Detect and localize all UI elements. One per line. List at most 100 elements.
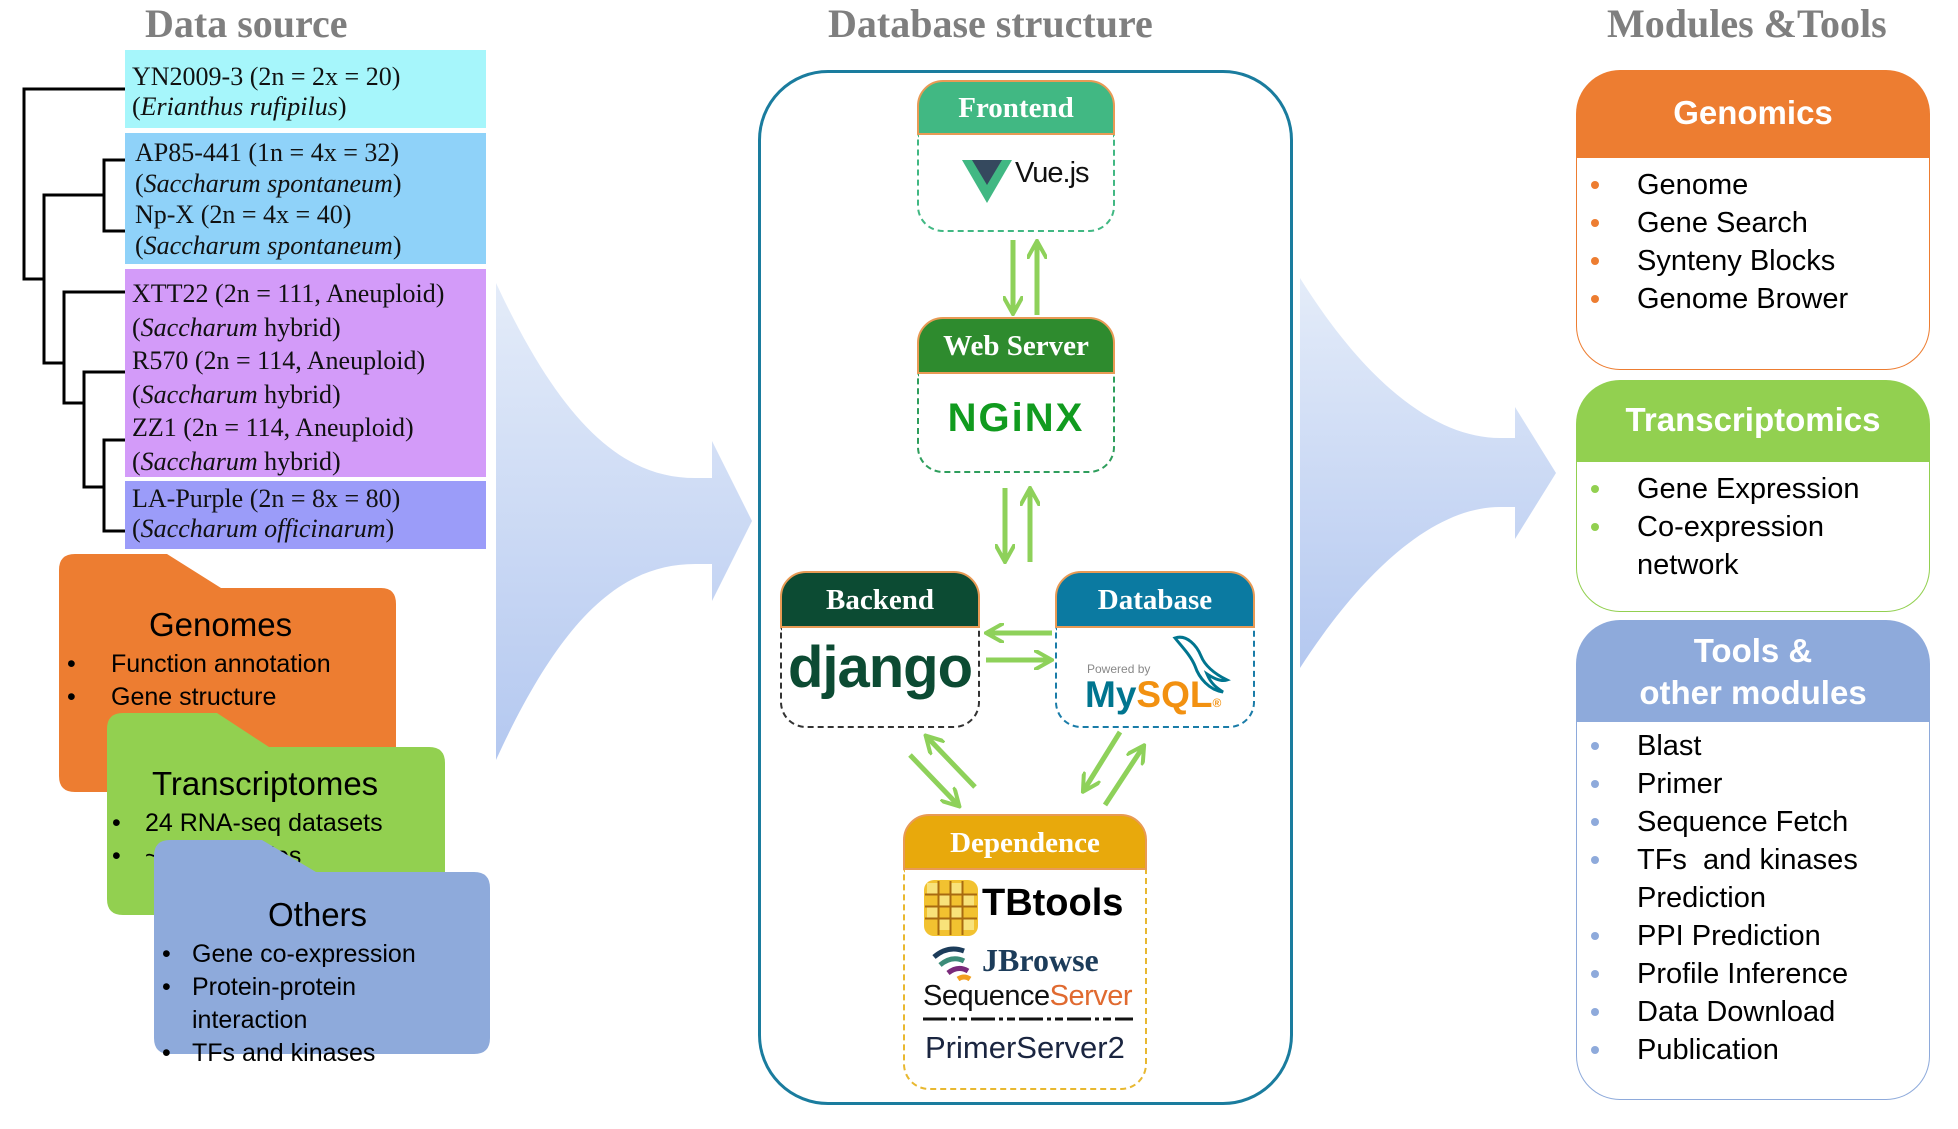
species-name: R570 (2n = 114, Aneuploid) [132, 346, 426, 375]
species-taxon: (Saccharum spontaneum) [135, 169, 402, 198]
folder-title: Genomes [149, 606, 293, 643]
folder-item: •Gene structure [67, 683, 277, 711]
species-taxon: (Saccharum hybrid) [132, 446, 341, 476]
webserver-header: Web Server [917, 317, 1115, 374]
species-taxon: (Saccharum spontaneum) [135, 231, 402, 260]
species-name: YN2009-3 (2n = 2x = 20) [132, 62, 401, 91]
backend-header: Backend [780, 571, 980, 628]
species-name: ZZ1 (2n = 114, Aneuploid) [132, 413, 414, 442]
module-item-genome[interactable]: Genome [1577, 166, 1848, 204]
folder-item: •24 RNA-seq datasets [112, 809, 383, 837]
module-tools-list: Blast Primer Sequence Fetch TFs and kina… [1577, 727, 1907, 1069]
webserver-body: NGiNX [917, 374, 1115, 473]
django-logo: django [787, 635, 973, 700]
tree-branch-node-e [102, 438, 126, 533]
vuejs-logo-text: Vue.js [1015, 157, 1090, 189]
mysql-powered-by: Powered by [1087, 662, 1151, 676]
dependence-card: Dependence TBtools JBrowse SequenceServe… [903, 814, 1147, 1090]
primerserver2-logo: PrimerServer2 [925, 1030, 1125, 1065]
species-name: LA-Purple (2n = 8x = 80) [132, 484, 401, 513]
folder-items: •Function annotation •Gene structure [67, 648, 331, 714]
tree-branch-node-d [82, 370, 126, 489]
database-structure-panel [758, 70, 1293, 1105]
database-structure-title: Database structure [828, 1, 1153, 46]
data-source-title: Data source [145, 1, 348, 46]
tbtools-icon [924, 880, 978, 936]
jbrowse-icon [932, 946, 972, 982]
folder-items: •Gene co-expression •Protein-protein int… [162, 938, 416, 1070]
modules-tools-title: Modules &Tools [1607, 1, 1887, 46]
module-item-genome-browser[interactable]: Genome Brower [1577, 280, 1848, 318]
tree-branch-node-b [42, 193, 66, 365]
species-box-erianthus: YN2009-3 (2n = 2x = 20) (Erianthus rufip… [125, 50, 486, 128]
module-tools-header[interactable]: Tools & other modules [1576, 620, 1930, 722]
sequenceserver-underline [923, 1017, 1133, 1021]
vuejs-logo [962, 160, 1012, 203]
module-item-profile-inference[interactable]: Profile Inference [1577, 955, 1907, 993]
module-tools-body: Blast Primer Sequence Fetch TFs and kina… [1576, 722, 1930, 1100]
module-item-data-download[interactable]: Data Download [1577, 993, 1907, 1031]
species-taxon: (Saccharum hybrid) [132, 312, 341, 342]
nginx-logo: NGiNX [947, 396, 1085, 440]
module-item-gene-search[interactable]: Gene Search [1577, 204, 1848, 242]
module-item-primer[interactable]: Primer [1577, 765, 1907, 803]
tree-branch-node-c [62, 290, 126, 405]
module-genomics-header[interactable]: Genomics [1576, 70, 1930, 158]
folder-item: •TFs and kinases [162, 1039, 376, 1067]
module-genomics-body: Genome Gene Search Synteny Blocks Genome… [1576, 158, 1930, 370]
module-genomics-list: Genome Gene Search Synteny Blocks Genome… [1577, 166, 1848, 318]
module-transcriptomics-header[interactable]: Transcriptomics [1576, 380, 1930, 462]
species-name: Np-X (2n = 4x = 40) [135, 200, 352, 229]
tree-branch-node-a [42, 158, 126, 233]
folder-item: •Protein-protein [162, 973, 356, 1001]
frontend-card: Frontend Vue.js [917, 80, 1115, 232]
dependence-body: TBtools JBrowse SequenceServer PrimerSer… [903, 870, 1147, 1090]
module-item-publication[interactable]: Publication [1577, 1031, 1907, 1069]
backend-card: Backend django [780, 571, 980, 728]
flow-arrow-right [1300, 278, 1556, 668]
folder-others-shape [154, 840, 490, 1054]
folder-title: Others [268, 896, 368, 933]
dependence-header: Dependence [903, 814, 1147, 870]
frontend-body: Vue.js [917, 135, 1115, 232]
module-tools: Tools & other modules Blast Primer Seque… [1576, 620, 1930, 1100]
species-box-spontaneum: AP85-441 (1n = 4x = 32) (Saccharum spont… [125, 133, 486, 264]
flow-arrow-left [496, 283, 752, 760]
module-tools-title-line1: Tools & [1693, 632, 1813, 669]
database-card: Database Powered by MySQL® [1055, 571, 1255, 728]
module-transcriptomics-list: Gene Expression Co-expression network [1577, 470, 1877, 584]
webserver-card: Web Server NGiNX [917, 317, 1115, 473]
module-item-synteny-blocks[interactable]: Synteny Blocks [1577, 242, 1848, 280]
species-name: AP85-441 (1n = 4x = 32) [135, 138, 400, 167]
folder-item: interaction [192, 1006, 308, 1034]
tbtools-logo-text: TBtools [982, 882, 1124, 924]
folder-title: Transcriptomes [152, 765, 379, 802]
module-transcriptomics-body: Gene Expression Co-expression network [1576, 462, 1930, 612]
module-transcriptomics: Transcriptomics Gene Expression Co-expre… [1576, 380, 1930, 612]
database-body: Powered by MySQL® [1055, 628, 1255, 728]
species-box-officinarum: LA-Purple (2n = 8x = 80) (Saccharum offi… [125, 481, 486, 549]
module-genomics: Genomics Genome Gene Search Synteny Bloc… [1576, 70, 1930, 370]
folder-item: •Function annotation [67, 650, 331, 678]
module-item-blast[interactable]: Blast [1577, 727, 1907, 765]
species-taxon: (Saccharum officinarum) [132, 514, 395, 543]
tree-branch-root [22, 87, 46, 281]
species-name: XTT22 (2n = 111, Aneuploid) [132, 279, 445, 308]
frontend-header: Frontend [917, 80, 1115, 135]
phylogenetic-tree [22, 87, 126, 533]
module-item-sequence-fetch[interactable]: Sequence Fetch [1577, 803, 1907, 841]
folder-item: •Gene co-expression [162, 940, 416, 968]
sequenceserver-logo: SequenceServer [923, 980, 1133, 1012]
module-tools-title-line2: other modules [1639, 674, 1867, 711]
module-item-tfs-kinases[interactable]: TFs and kinases Prediction [1577, 841, 1907, 917]
mysql-logo: MySQL® [1085, 674, 1222, 715]
module-item-coexpression-network[interactable]: Co-expression network [1577, 508, 1877, 584]
species-taxon: (Erianthus rufipilus) [132, 92, 347, 121]
mysql-dolphin-icon [1172, 635, 1231, 694]
backend-body: django [780, 628, 980, 728]
module-item-ppi-prediction[interactable]: PPI Prediction [1577, 917, 1907, 955]
database-header: Database [1055, 571, 1255, 628]
species-taxon: (Saccharum hybrid) [132, 379, 341, 409]
jbrowse-logo-text: JBrowse [982, 942, 1099, 978]
module-item-gene-expression[interactable]: Gene Expression [1577, 470, 1877, 508]
